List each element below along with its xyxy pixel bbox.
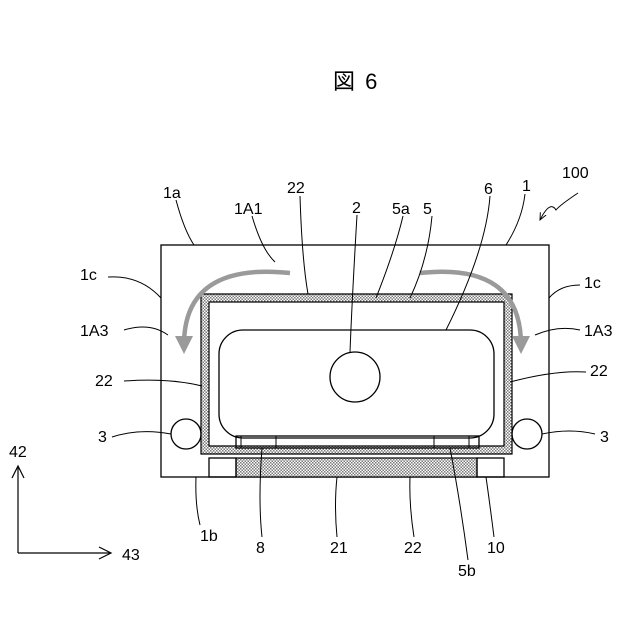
label-1c-right: 1c [584, 275, 601, 292]
label-22-top: 22 [287, 180, 305, 197]
bottom-block-right [477, 458, 504, 477]
flow-arrow-left [184, 272, 290, 345]
circle-part-3-left [171, 419, 201, 449]
label-5a: 5a [392, 201, 410, 218]
label-1b: 1b [200, 528, 218, 545]
label-22-left: 22 [95, 373, 113, 390]
inner-component [219, 330, 494, 438]
figure-title: 図 6 [333, 69, 379, 94]
label-8: 8 [256, 540, 265, 557]
label-1: 1 [522, 178, 531, 195]
inner-wall [209, 302, 504, 446]
axis-label-43: 43 [122, 547, 140, 564]
bottom-hatched-21 [236, 458, 477, 477]
label-5: 5 [423, 201, 432, 218]
axis-indicator [12, 466, 111, 559]
leader-lines [108, 193, 595, 560]
circle-part-3-right [512, 419, 542, 449]
label-1a: 1a [163, 185, 181, 202]
bottom-block-left [209, 458, 236, 477]
label-1A3-left: 1A3 [80, 323, 109, 340]
insulator-frame [201, 294, 512, 454]
label-5b: 5b [458, 563, 476, 580]
label-10: 10 [487, 540, 505, 557]
label-6: 6 [484, 181, 493, 198]
label-1A3-right: 1A3 [584, 323, 613, 340]
label-1A1: 1A1 [234, 201, 263, 218]
label-21: 21 [330, 540, 348, 557]
circle-part-2 [330, 352, 380, 402]
label-22-right: 22 [590, 363, 608, 380]
label-3-left: 3 [98, 429, 107, 446]
label-3-right: 3 [600, 429, 609, 446]
label-1c-left: 1c [80, 267, 97, 284]
label-100: 100 [562, 165, 589, 182]
label-2: 2 [352, 200, 361, 217]
label-22-bottom: 22 [404, 540, 422, 557]
axis-label-42: 42 [9, 444, 27, 461]
